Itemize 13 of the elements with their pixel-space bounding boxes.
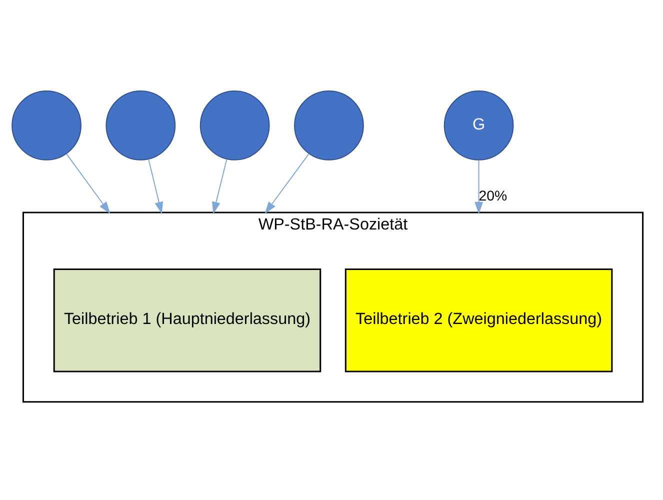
node-circle bbox=[106, 90, 176, 160]
node-circle bbox=[294, 90, 364, 160]
node-circle: G bbox=[444, 90, 514, 160]
arrow bbox=[474, 160, 484, 214]
arrow bbox=[212, 158, 228, 214]
edge-label: 20% bbox=[478, 188, 508, 204]
node-circle bbox=[200, 90, 270, 160]
arrow bbox=[264, 152, 310, 214]
node-circle bbox=[12, 90, 82, 160]
node-box: Teilbetrieb 2 (Zweigniederlassung) bbox=[344, 268, 613, 372]
arrow bbox=[66, 152, 110, 214]
node-box: Teilbetrieb 1 (Hauptniederlassung) bbox=[53, 268, 322, 372]
arrow bbox=[148, 158, 164, 214]
